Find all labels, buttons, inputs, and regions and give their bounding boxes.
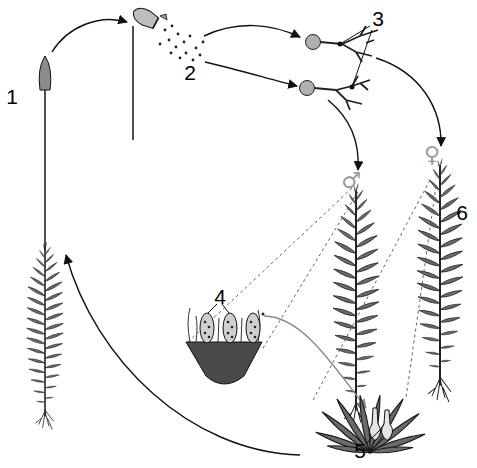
sporophyte-plant: [26, 242, 63, 429]
callout-number: 3: [372, 8, 384, 29]
spores: [159, 25, 205, 62]
capsule: [39, 56, 51, 90]
operculum: [160, 14, 167, 20]
callout-number: 6: [456, 202, 468, 223]
callout-number: 4: [214, 286, 226, 307]
open-capsule: [130, 4, 160, 30]
seta: [132, 26, 134, 140]
callout-number: 1: [6, 86, 18, 107]
seta: [44, 88, 46, 250]
cycle-arrows: [52, 20, 441, 455]
sperm-path-arrow: [264, 316, 366, 408]
male-symbol: ♂: [341, 170, 361, 192]
protonema: [300, 26, 379, 110]
antheridia-cluster: [186, 304, 265, 384]
callout-number: 5: [354, 440, 366, 461]
male-gametophyte: [333, 183, 380, 427]
callout-number: 2: [184, 62, 196, 83]
female-symbol: ♀: [424, 144, 440, 166]
archegonia-rosette: [315, 395, 426, 455]
female-gametophyte: [417, 158, 464, 402]
leader-lines: [340, 26, 372, 87]
